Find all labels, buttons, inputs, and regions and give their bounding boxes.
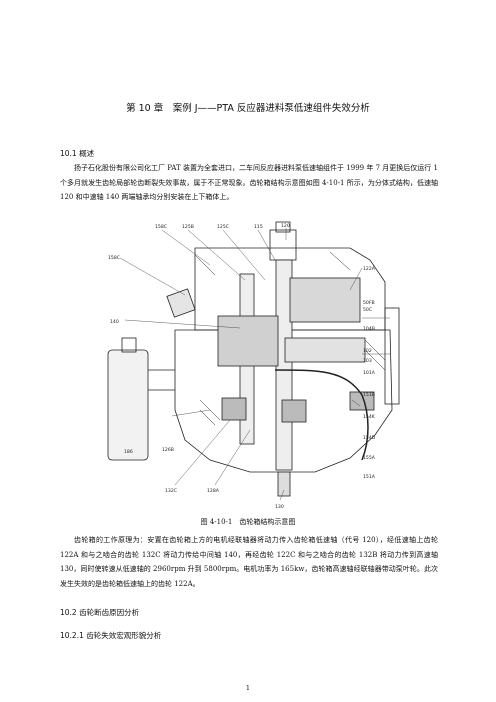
callout-label: 50FB bbox=[363, 300, 375, 306]
callout-label: 125C bbox=[217, 224, 229, 230]
intro-paragraph: 扬子石化股份有限公司化工厂 PAT 装置为全套进口，二车间反应器进料泵低速轴组件… bbox=[60, 164, 438, 201]
callout-label: 102 bbox=[363, 348, 372, 354]
callout-label: 122A bbox=[363, 266, 376, 272]
callout-label: 50C bbox=[363, 307, 372, 313]
section-heading-10-1: 10.1 概述 bbox=[60, 149, 95, 158]
callout-label: 128A bbox=[207, 488, 220, 494]
callout-label: 140 bbox=[110, 319, 119, 325]
callout-label: 130 bbox=[275, 504, 284, 510]
section-heading-10-2-1: 10.2.1 齿轮失效宏观形貌分析 bbox=[60, 631, 162, 640]
page-number: 1 bbox=[245, 684, 251, 692]
callout-label: 101A bbox=[363, 370, 376, 376]
callout-label: 158C bbox=[155, 224, 167, 230]
callout-label: 155A bbox=[363, 455, 376, 461]
gearbox-drawing: 158C 125B 125C 115 120 158C 140 122A 50F… bbox=[107, 221, 400, 510]
callout-label: 125B bbox=[182, 224, 194, 230]
callout-label: 104B bbox=[363, 326, 375, 332]
callout-label: 126B bbox=[162, 447, 174, 453]
section-heading-10-2: 10.2 齿轮断齿原因分析 bbox=[60, 608, 140, 617]
callout-label: 115 bbox=[254, 224, 263, 230]
callout-label: 151A bbox=[363, 474, 376, 480]
callout-label: 132C bbox=[165, 488, 177, 494]
callout-label: 154D bbox=[363, 435, 376, 441]
callout-label: 120 bbox=[281, 223, 290, 229]
body-paragraph: 齿轮箱的工作原理为：安置在齿轮箱上方的电机经联轴器将动力传入齿轮箱低速轴（代号 … bbox=[60, 536, 438, 588]
callout-label: 151B bbox=[363, 392, 375, 398]
callout-label: 158C bbox=[108, 255, 120, 261]
figure-caption: 图 4-10-1 齿轮箱结构示意图 bbox=[200, 518, 296, 526]
callout-label: 103 bbox=[363, 358, 372, 364]
callout-label: 154K bbox=[363, 414, 376, 420]
callout-label: 186 bbox=[124, 449, 133, 455]
gearbox-diagram: 158C 125B 125C 115 120 158C 140 122A 50F… bbox=[100, 220, 420, 510]
chapter-title: 第 10 章 案例 J——PTA 反应器进料泵低速组件失效分析 bbox=[126, 103, 370, 114]
